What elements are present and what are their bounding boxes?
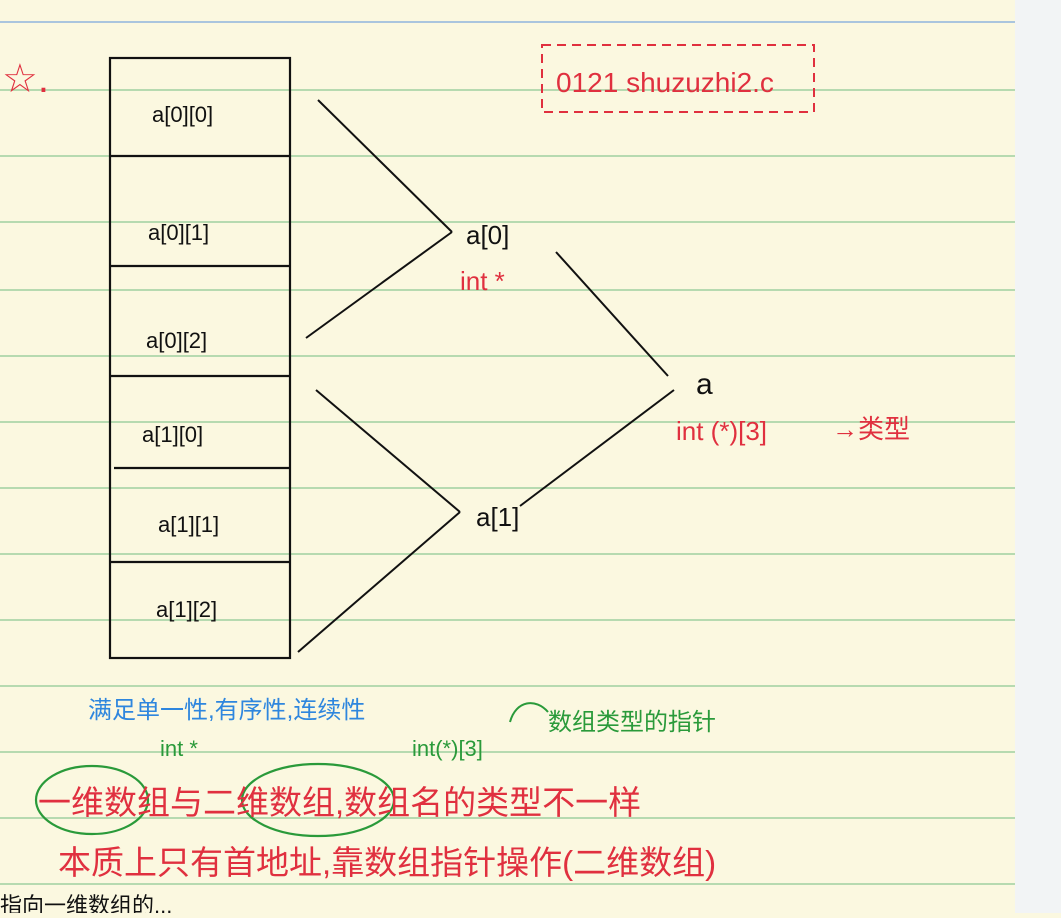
green-arrow <box>509 702 549 723</box>
int-array-pointer-note: int(*)[3] <box>412 736 483 761</box>
cell-label: a[1][1] <box>158 512 219 537</box>
blue-note: 满足单一性,有序性,连续性 <box>88 697 365 724</box>
star-mark: ☆. <box>2 57 49 101</box>
side-panel <box>1015 0 1061 913</box>
cell-label: a[0][2] <box>146 328 207 353</box>
row1-label: a[1] <box>476 502 519 532</box>
file-label: 0121 shuzuzhi2.c <box>556 67 774 98</box>
notebook-page: ☆. 0121 shuzuzhi2.c a[0][0] a[0][1] a[0]… <box>0 21 1015 918</box>
ruled-lines <box>0 21 1015 885</box>
int-pointer-note: int * <box>160 736 198 761</box>
note-line-3: 指向一维数组的... <box>0 893 172 913</box>
memory-column <box>108 56 292 660</box>
note-canvas: ☆. 0121 shuzuzhi2.c a[0][0] a[0][1] a[0]… <box>0 21 1015 918</box>
note-line-1: 一维数组与二维数组,数组名的类型不一样 <box>38 784 641 821</box>
cell-label: a[0][1] <box>148 220 209 245</box>
row0-label: a[0] <box>466 220 509 250</box>
array-name-label: a <box>696 368 713 401</box>
cell-label: a[0][0] <box>152 102 213 127</box>
green-note: 数组类型的指针 <box>548 709 716 736</box>
cell-label: a[1][2] <box>156 597 217 622</box>
connector-lines <box>297 99 675 653</box>
row0-type: int * <box>460 266 505 296</box>
type-note: →类型 <box>832 414 910 444</box>
file-label-box <box>541 44 815 113</box>
circle-2d-array <box>240 762 396 838</box>
note-line-2: 本质上只有首地址,靠数组指针操作(二维数组) <box>58 844 716 881</box>
cell-label: a[1][0] <box>142 422 203 447</box>
array-name-type: int (*)[3] <box>676 416 767 446</box>
circle-1d-array <box>34 764 150 836</box>
